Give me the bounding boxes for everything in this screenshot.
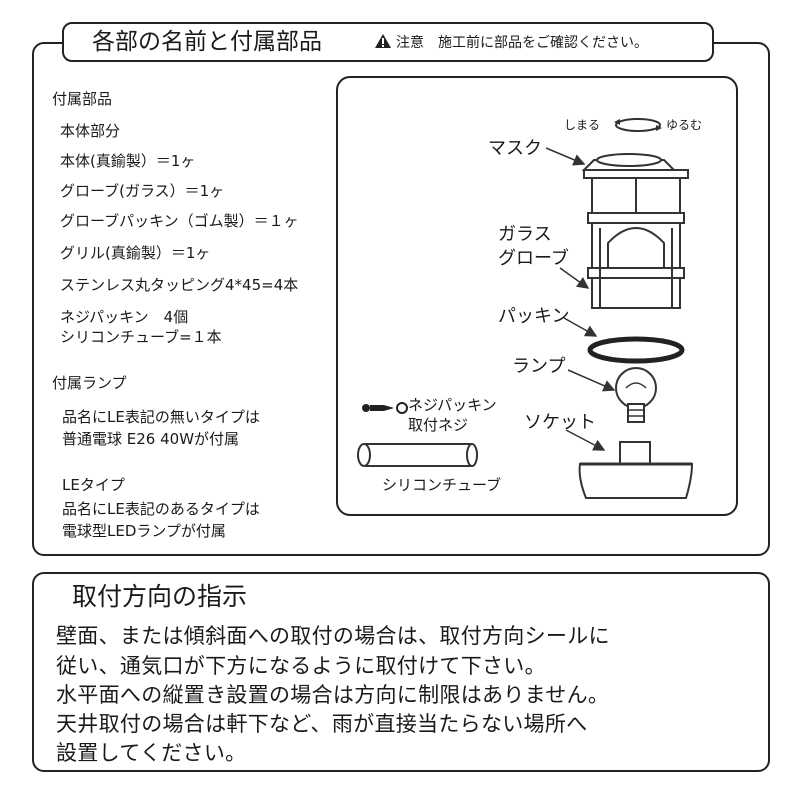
silicone-tube bbox=[357, 443, 478, 467]
lamp-text: 品名にLE表記の無いタイプは bbox=[62, 408, 260, 426]
orientation-section-frame bbox=[32, 572, 770, 772]
socket-label: ソケット bbox=[524, 412, 596, 433]
lantern-exploded-drawing bbox=[357, 118, 694, 499]
tube-label: シリコンチューブ bbox=[382, 476, 502, 494]
list-item: シリコンチューブ=１本 bbox=[60, 328, 222, 346]
loosen-label: ゆるむ bbox=[666, 118, 703, 132]
packing-ring bbox=[587, 336, 685, 364]
parts-heading: 付属部品 bbox=[52, 90, 113, 108]
warning-triangle-icon bbox=[375, 34, 391, 48]
screw-label: 取付ネジ bbox=[408, 416, 469, 434]
parts-section-header: 各部の名前と付属部品 注意 施工前に部品をご確認ください。 bbox=[62, 22, 714, 62]
instruction-line: 従い、通気口が下方になるように取付けて下さい。 bbox=[56, 654, 546, 678]
screw-label: ネジパッキン bbox=[408, 396, 497, 414]
orientation-heading: 取付方向の指示 bbox=[72, 582, 248, 611]
lamp-heading: 付属ランプ bbox=[52, 374, 127, 392]
lamp-bulb bbox=[615, 367, 657, 423]
list-item: ステンレス丸タッピング4*45=4本 bbox=[60, 276, 299, 294]
glass-globe bbox=[587, 177, 685, 309]
packing-label: パッキン bbox=[498, 306, 570, 327]
list-item: グローブ(ガラス）＝1ヶ bbox=[60, 182, 225, 200]
instruction-line: 水平面への縦置き設置の場合は方向に制限はありません。 bbox=[56, 683, 610, 707]
led-text: 品名にLE表記のあるタイプは bbox=[62, 500, 260, 518]
socket-base bbox=[578, 441, 694, 499]
rotation-arrow-icon bbox=[614, 118, 662, 132]
led-heading: LEタイプ bbox=[62, 476, 125, 494]
body-parts-heading: 本体部分 bbox=[60, 122, 121, 140]
lamp-text: 普通電球 E26 40Wが付属 bbox=[62, 430, 240, 448]
instruction-line: 設置してください。 bbox=[56, 741, 247, 765]
caution-note: 注意 施工前に部品をご確認ください。 bbox=[374, 31, 648, 55]
section-title: 各部の名前と付属部品 bbox=[92, 29, 322, 55]
glass-label: ガラス bbox=[498, 224, 552, 245]
mask-label: マスク bbox=[488, 138, 542, 159]
list-item: ネジパッキン 4個 bbox=[60, 308, 189, 326]
lamp-label: ランプ bbox=[512, 356, 566, 377]
parts-diagram: しまる ゆるむ マスク ガラス グローブ パッキン ランプ ネジパッキン 取付ネ… bbox=[336, 76, 738, 516]
led-text: 電球型LEDランプが付属 bbox=[62, 522, 226, 540]
list-item: グリル(真鍮製）＝1ヶ bbox=[60, 244, 211, 262]
list-item: グローブパッキン（ゴム製）＝１ヶ bbox=[60, 212, 299, 230]
list-item: 本体(真鍮製）＝1ヶ bbox=[60, 152, 196, 170]
instruction-line: 壁面、または傾斜面への取付の場合は、取付方向シールに bbox=[56, 624, 610, 648]
glass-label: グローブ bbox=[498, 248, 569, 269]
instruction-line: 天井取付の場合は軒下など、雨が直接当たらない場所へ bbox=[56, 712, 588, 736]
screw-icon bbox=[362, 402, 408, 414]
tighten-label: しまる bbox=[564, 118, 601, 132]
caution-text: 注意 施工前に部品をご確認ください。 bbox=[396, 35, 648, 51]
